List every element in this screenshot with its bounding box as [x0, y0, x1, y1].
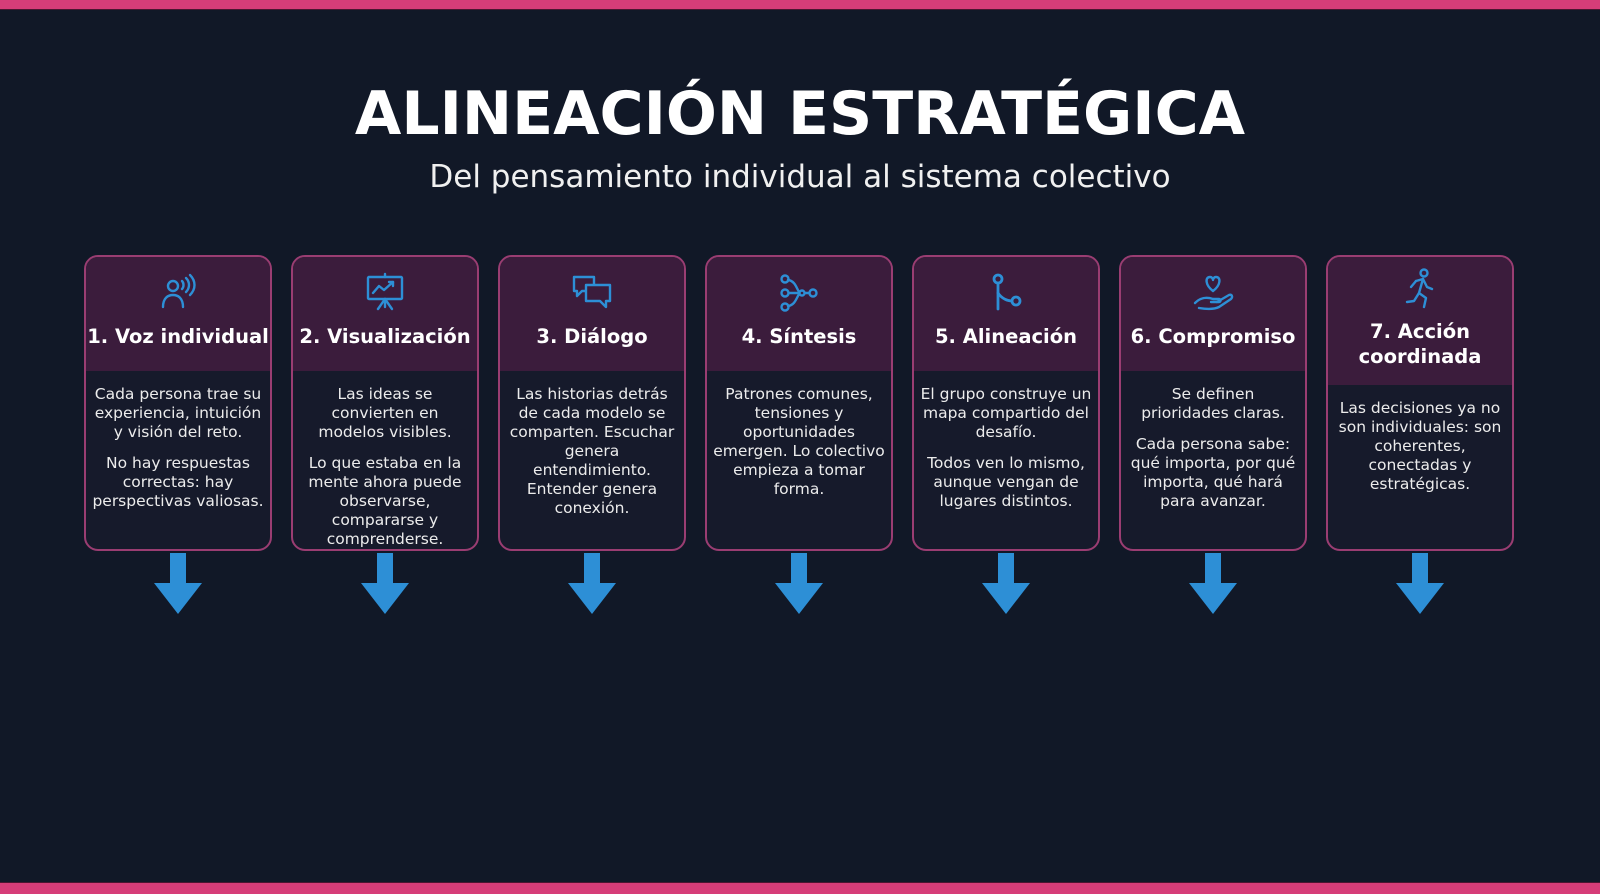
step-card-compromiso: 6. Compromiso Se definen prioridades cla… [1119, 255, 1307, 551]
page-title: ALINEACIÓN ESTRATÉGICA [354, 79, 1246, 149]
step-description: Las ideas se convierten en modelos visib… [293, 385, 477, 549]
step-card-sintesis: 4. Síntesis Patrones comunes, tensiones … [705, 255, 893, 551]
step-card-header: 4. Síntesis [707, 257, 891, 371]
step-paragraph: Las decisiones ya no son individuales: s… [1338, 399, 1502, 493]
step-paragraph: Cada persona sabe: qué importa, por qué … [1130, 435, 1296, 510]
step-paragraph: No hay respuestas correctas: hay perspec… [92, 454, 264, 510]
step-paragraph: Lo que estaba en la mente ahora puede ob… [308, 454, 462, 548]
bottom-accent-bar [0, 882, 1600, 894]
step-card-alineacion: 5. Alineación El grupo construye un mapa… [912, 255, 1100, 551]
presentation-chart-icon [293, 271, 477, 315]
steps-row: 1. Voz individual Cada persona trae su e… [84, 255, 1516, 555]
step-card-header: 7. Acción coordinada [1328, 257, 1512, 385]
chat-bubbles-icon [500, 271, 684, 315]
step-card-voz-individual: 1. Voz individual Cada persona trae su e… [84, 255, 272, 551]
step-description: Cada persona trae su experiencia, intuic… [86, 385, 270, 523]
step-title: 7. Acción coordinada [1358, 320, 1482, 368]
page-subtitle: Del pensamiento individual al sistema co… [429, 159, 1171, 195]
down-arrow-icon [981, 553, 1031, 615]
step-description: Las historias detrás de cada modelo se c… [500, 385, 684, 530]
step-card-header: 1. Voz individual [86, 257, 270, 371]
step-paragraph: Las historias detrás de cada modelo se c… [509, 385, 675, 517]
step-card-header: 3. Diálogo [500, 257, 684, 371]
down-arrow-icon [153, 553, 203, 615]
step-title: 1. Voz individual [87, 325, 269, 348]
step-card-visualizacion: 2. Visualización Las ideas se convierten… [291, 255, 479, 551]
step-paragraph: Todos ven lo mismo, aunque vengan de lug… [927, 454, 1085, 510]
step-card-header: 6. Compromiso [1121, 257, 1305, 371]
step-card-header: 2. Visualización [293, 257, 477, 371]
step-card-accion-coordinada: 7. Acción coordinada Las decisiones ya n… [1326, 255, 1514, 551]
down-arrow-icon [774, 553, 824, 615]
step-paragraph: El grupo construye un mapa compartido de… [920, 385, 1092, 441]
step-description: Se definen prioridades claras. Cada pers… [1121, 385, 1305, 523]
step-paragraph: Las ideas se convierten en modelos visib… [318, 385, 452, 441]
step-paragraph: Patrones comunes, tensiones y oportunida… [713, 385, 885, 498]
step-title: 2. Visualización [299, 325, 471, 348]
step-title: 5. Alineación [934, 325, 1077, 348]
step-description: El grupo construye un mapa compartido de… [914, 385, 1098, 523]
top-accent-bar [0, 0, 1600, 10]
down-arrow-icon [567, 553, 617, 615]
down-arrow-icon [1395, 553, 1445, 615]
step-title: 6. Compromiso [1130, 325, 1296, 348]
walking-person-icon [1328, 267, 1512, 311]
down-arrow-icon [1188, 553, 1238, 615]
step-paragraph: Se definen prioridades claras. [1141, 385, 1285, 422]
down-arrow-icon [360, 553, 410, 615]
person-voice-icon [86, 271, 270, 315]
hand-heart-icon [1121, 271, 1305, 315]
step-description: Patrones comunes, tensiones y oportunida… [707, 385, 891, 511]
step-paragraph: Cada persona trae su experiencia, intuic… [94, 385, 262, 441]
step-description: Las decisiones ya no son individuales: s… [1328, 399, 1512, 506]
step-title: 4. Síntesis [741, 325, 857, 348]
step-card-dialogo: 3. Diálogo Las historias detrás de cada … [498, 255, 686, 551]
step-card-header: 5. Alineación [914, 257, 1098, 371]
route-path-icon [914, 271, 1098, 315]
merge-nodes-icon [707, 271, 891, 315]
step-title: 3. Diálogo [536, 325, 648, 348]
